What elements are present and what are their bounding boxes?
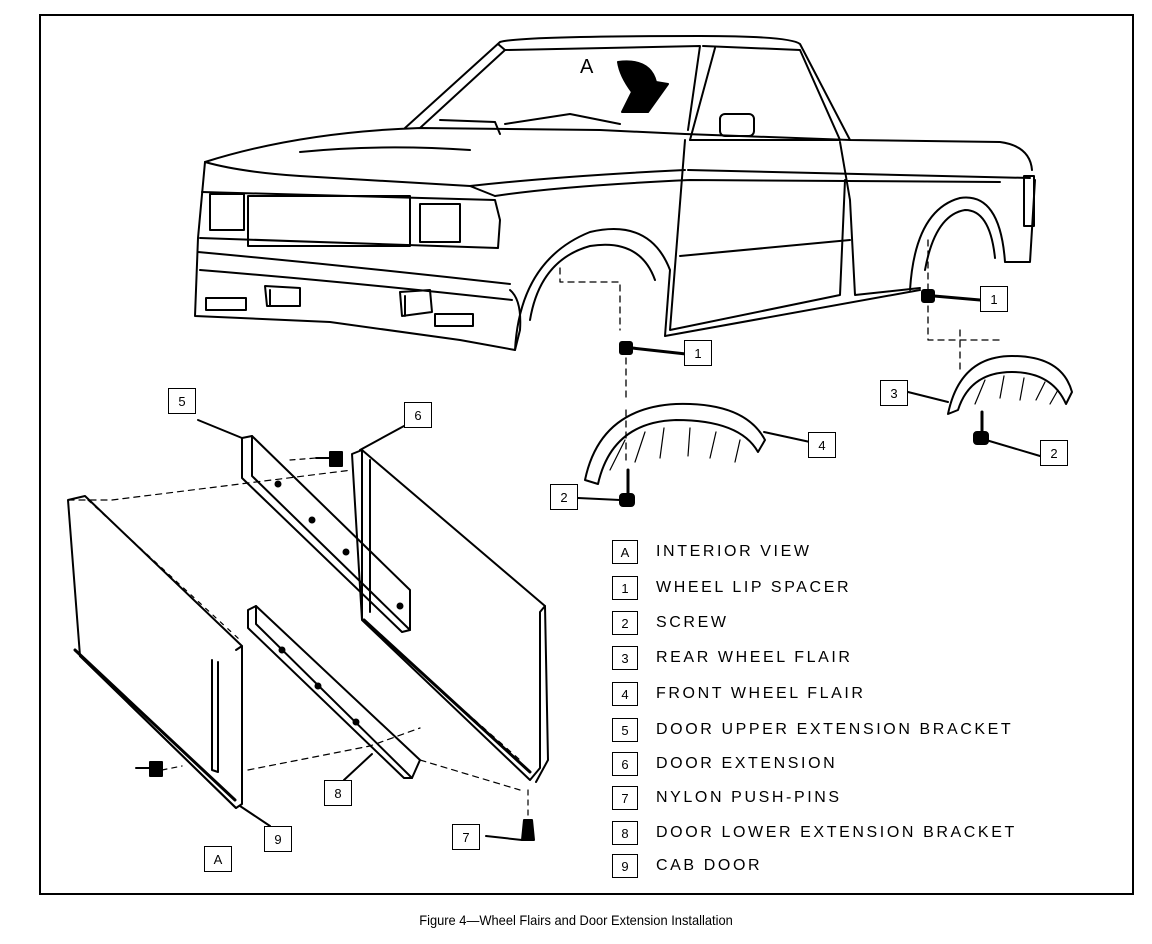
screw-front (577, 468, 635, 507)
callout-7: 7 (452, 824, 480, 850)
legend-label: INTERIOR VIEW (656, 543, 812, 560)
legend-item-a: A INTERIOR VIEW (612, 540, 812, 564)
legend-label: DOOR EXTENSION (656, 755, 838, 772)
front-wheel-flair (584, 402, 811, 485)
legend-label: FRONT WHEEL FLAIR (656, 685, 866, 702)
nylon-push-pin (135, 451, 535, 841)
legend-key: 1 (612, 576, 638, 600)
legend-item-3: 3 REAR WHEEL FLAIR (612, 646, 853, 670)
legend-item-5: 5 DOOR UPPER EXTENSION BRACKET (612, 718, 1013, 742)
legend-key: 6 (612, 752, 638, 776)
legend-item-7: 7 NYLON PUSH-PINS (612, 786, 842, 810)
legend-label: NYLON PUSH-PINS (656, 789, 842, 806)
legend-key: 8 (612, 821, 638, 845)
door-upper-extension-bracket (197, 419, 411, 633)
callout-5: 5 (168, 388, 196, 414)
callout-8: 8 (324, 780, 352, 806)
legend-key: 4 (612, 682, 638, 706)
legend-label: SCREW (656, 614, 729, 631)
door-extension (351, 425, 549, 791)
legend-label: CAB DOOR (656, 857, 763, 874)
legend-item-2: 2 SCREW (612, 611, 729, 635)
wheel-lip-spacer-rear (921, 289, 1001, 373)
wheel-lip-spacer-front (619, 341, 688, 401)
legend-key: 3 (612, 646, 638, 670)
figure-caption: Figure 4—Wheel Flairs and Door Extension… (419, 912, 733, 928)
rear-wheel-flair (907, 355, 1073, 415)
legend-label: WHEEL LIP SPACER (656, 579, 852, 596)
legend-item-9: 9 CAB DOOR (612, 854, 762, 878)
callout-6: 6 (404, 402, 432, 428)
screw-rear (973, 410, 1041, 457)
interior-view-marker: A (580, 56, 594, 78)
interior-view-box: A (204, 846, 232, 872)
legend-item-1: 1 WHEEL LIP SPACER (612, 576, 851, 600)
legend-key: A (612, 540, 638, 564)
legend-item-8: 8 DOOR LOWER EXTENSION BRACKET (612, 821, 1017, 845)
cab-door (67, 469, 421, 827)
door-lower-extension-bracket (247, 605, 421, 781)
figure-frame (39, 14, 1134, 895)
legend-label: REAR WHEEL FLAIR (656, 649, 853, 666)
legend-key: 2 (612, 611, 638, 635)
legend-item-4: 4 FRONT WHEEL FLAIR (612, 682, 866, 706)
legend-key: 7 (612, 786, 638, 810)
callout-4: 4 (808, 432, 836, 458)
legend-key: 9 (612, 854, 638, 878)
truck-illustration (194, 35, 1036, 351)
callout-3: 3 (880, 380, 908, 406)
callout-1-rear: 1 (980, 286, 1008, 312)
legend-label: DOOR UPPER EXTENSION BRACKET (656, 721, 1014, 738)
legend-label: DOOR LOWER EXTENSION BRACKET (656, 824, 1017, 841)
callout-9: 9 (264, 826, 292, 852)
legend-item-6: 6 DOOR EXTENSION (612, 752, 837, 776)
callout-1-front: 1 (684, 340, 712, 366)
callout-2-front: 2 (550, 484, 578, 510)
callout-2-rear: 2 (1040, 440, 1068, 466)
legend-key: 5 (612, 718, 638, 742)
